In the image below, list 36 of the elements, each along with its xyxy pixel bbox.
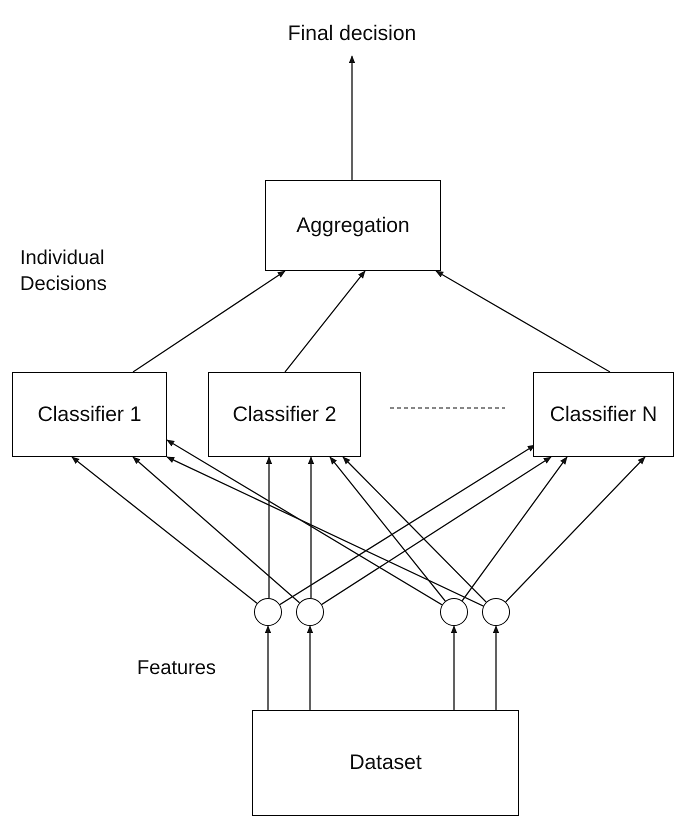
arrow xyxy=(505,456,646,602)
feature-circle xyxy=(482,598,510,626)
arrow xyxy=(308,456,314,598)
arrow xyxy=(132,456,300,604)
feature-circle xyxy=(296,598,324,626)
process-box xyxy=(533,372,674,457)
arrow xyxy=(166,439,442,606)
arrow xyxy=(342,456,487,602)
arrow xyxy=(348,55,356,180)
arrow xyxy=(284,270,366,372)
arrow xyxy=(450,625,458,710)
node-text: Classifier N xyxy=(550,402,658,428)
arrow xyxy=(306,625,314,710)
node-text: Classifier 1 xyxy=(38,402,142,428)
process-box xyxy=(252,710,519,816)
arrow xyxy=(492,625,500,710)
arrow xyxy=(321,456,552,605)
process-box xyxy=(12,372,167,457)
arrow xyxy=(435,270,610,373)
arrow xyxy=(132,270,286,373)
arrow xyxy=(462,456,568,602)
annotation-label: Individual Decisions xyxy=(20,246,108,297)
arrow xyxy=(330,456,446,602)
arrow xyxy=(71,456,258,604)
process-box xyxy=(265,180,441,271)
arrow xyxy=(166,456,484,607)
process-box xyxy=(208,372,361,457)
node-text: Classifier 2 xyxy=(232,402,336,428)
feature-circle xyxy=(254,598,282,626)
node-text: Aggregation xyxy=(296,212,410,238)
node-text: Final decision xyxy=(288,21,416,47)
feature-circle xyxy=(440,598,468,626)
annotation-label: Features xyxy=(137,656,217,681)
arrow xyxy=(264,625,272,710)
node-text: Dataset xyxy=(349,750,422,776)
arrow xyxy=(266,456,272,598)
